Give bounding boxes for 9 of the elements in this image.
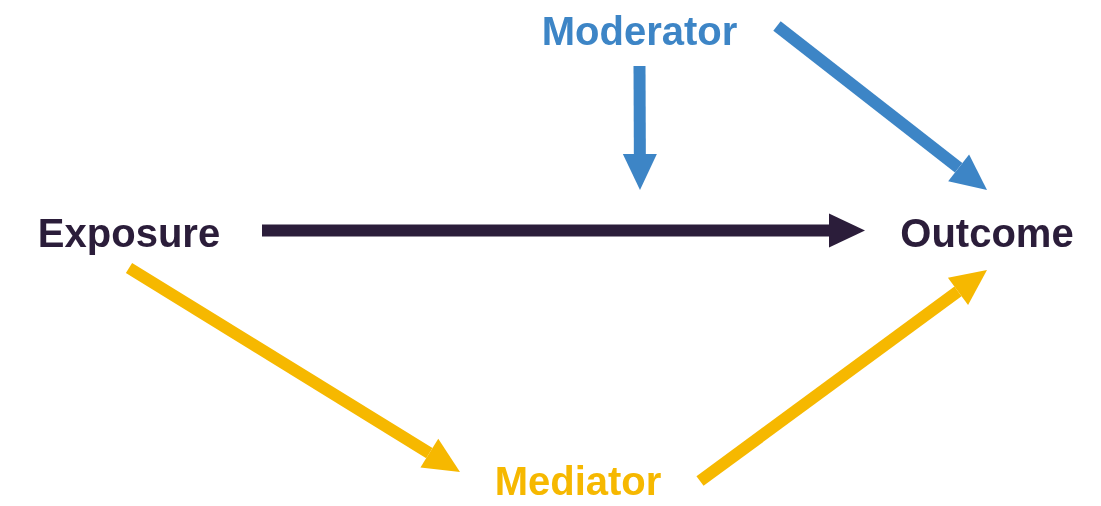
arrow [696, 270, 987, 486]
arrow [125, 262, 460, 472]
node-label: Mediator [494, 458, 662, 504]
node-label: Exposure [37, 210, 221, 256]
node-label: Moderator [541, 8, 738, 54]
arrow [262, 213, 865, 248]
node-label: Outcome [900, 210, 1074, 256]
arrow [773, 21, 987, 190]
arrow [622, 65, 657, 190]
